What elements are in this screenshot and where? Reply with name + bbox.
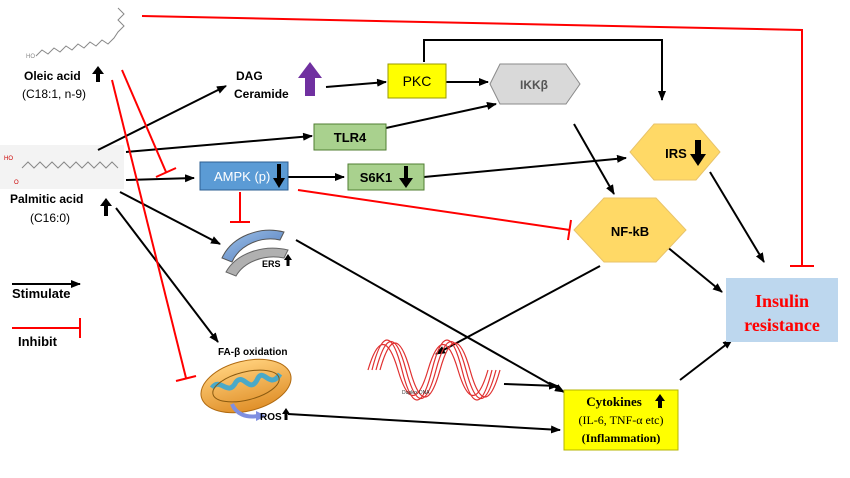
inhibit-lines (111, 15, 814, 382)
cytokines-node: Cytokines (IL-6, TNF-α etc) (Inflammatio… (563, 389, 679, 451)
svg-text:HO: HO (4, 156, 13, 162)
oleic-to-insulin-inhibit (141, 15, 803, 266)
cytokines-to-insulin-arrow (679, 339, 733, 381)
ros-to-cytokines-arrow (287, 413, 561, 434)
svg-text:IRS: IRS (665, 146, 687, 161)
palmitic-to-fa-beta-arrow (115, 207, 219, 343)
ampk-node: AMPK (p) (199, 161, 289, 191)
oleic-acid-structure-icon: HO (26, 7, 125, 60)
down-arrow-icon (273, 164, 285, 188)
palmitic-acid-label: Palmitic acid (C16:0) (10, 192, 112, 225)
svg-text:S6K1: S6K1 (360, 170, 393, 185)
up-arrow-icon (655, 394, 665, 408)
insulin-resistance-node: Insulin resistance (726, 278, 838, 342)
ikkb-node: IKKβ (489, 63, 581, 105)
svg-text:Cytokines: Cytokines (586, 394, 642, 409)
legend-stimulate-label: Stimulate (12, 286, 71, 301)
oleic-to-ampk-inhibit (121, 69, 167, 173)
fa-beta-oxidation-node: FA-β oxidation (218, 347, 287, 358)
svg-text:ERS: ERS (262, 259, 281, 269)
duplex-dna-icon (367, 339, 501, 401)
svg-text:(C16:0): (C16:0) (30, 211, 70, 225)
svg-text:(IL-6, TNF-α etc): (IL-6, TNF-α etc) (578, 413, 663, 427)
oleic-to-ros-inhibit (111, 79, 187, 379)
mitochondrion-icon (200, 358, 292, 421)
svg-text:ROS: ROS (260, 412, 282, 423)
legend: Stimulate Inhibit (12, 280, 81, 349)
s6k1-to-irs-arrow (423, 154, 627, 178)
ers-to-cytokines-arrow (295, 239, 565, 393)
ers-node: ERS (221, 229, 292, 277)
svg-text:Ceramide: Ceramide (234, 87, 289, 101)
nfkb-node: NF-kB (573, 197, 687, 263)
up-arrow-icon (282, 408, 290, 420)
tlr4-node: TLR4 (313, 123, 387, 151)
irs-to-insulin-arrow (709, 171, 765, 263)
pkc-node: PKC (387, 63, 447, 99)
legend-inhibit-label: Inhibit (18, 334, 58, 349)
dna-to-cytokines-arrow (503, 381, 559, 390)
dag-to-pkc-arrow (325, 78, 387, 88)
svg-text:resistance: resistance (744, 315, 820, 335)
svg-text:DAG: DAG (236, 69, 263, 83)
ikkb-to-nfkb-arrow (573, 123, 615, 195)
svg-text:(C18:1, n-9): (C18:1, n-9) (22, 87, 86, 101)
svg-text:TLR4: TLR4 (334, 130, 367, 145)
down-arrow-icon (399, 166, 413, 188)
svg-text:O: O (14, 180, 19, 186)
svg-text:Palmitic acid: Palmitic acid (10, 192, 83, 206)
dag-ceramide-node: DAG Ceramide (234, 62, 322, 101)
ampk-to-nfkb-inhibit (297, 189, 571, 231)
tlr4-to-ikkb-arrow (385, 102, 497, 129)
svg-text:Insulin: Insulin (755, 291, 809, 311)
svg-text:(Inflammation): (Inflammation) (582, 431, 661, 445)
palmitic-acid-structure-icon: HO O (0, 145, 124, 189)
oleic-acid-label: Oleic acid (C18:1, n-9) (22, 66, 104, 101)
up-arrow-icon (298, 62, 322, 96)
duplex-dna-label: Duplex DNA (402, 390, 430, 396)
ros-node: ROS (260, 408, 290, 423)
svg-text:AMPK (p): AMPK (p) (214, 169, 270, 184)
svg-text:Oleic acid: Oleic acid (24, 69, 81, 83)
palmitic-to-ers-arrow (119, 191, 221, 245)
svg-text:IKKβ: IKKβ (520, 78, 548, 92)
endoplasmic-reticulum-icon (221, 229, 285, 263)
palmitic-to-dag-arrow (97, 85, 227, 151)
irs-node: IRS (629, 123, 721, 181)
svg-text:PKC: PKC (403, 73, 432, 89)
s6k1-node: S6K1 (347, 163, 425, 191)
svg-text:NF-kB: NF-kB (611, 224, 649, 239)
nfkb-to-insulin-arrow (665, 245, 723, 293)
svg-text:HO: HO (26, 54, 35, 60)
nfkb-to-dna-arrow (435, 265, 601, 355)
up-arrow-icon (100, 198, 112, 216)
svg-text:FA-β oxidation: FA-β oxidation (218, 347, 287, 358)
pkc-to-irs-arrow (423, 39, 666, 101)
down-arrow-icon (690, 140, 706, 166)
up-arrow-icon (92, 66, 104, 82)
up-arrow-icon (284, 254, 292, 266)
